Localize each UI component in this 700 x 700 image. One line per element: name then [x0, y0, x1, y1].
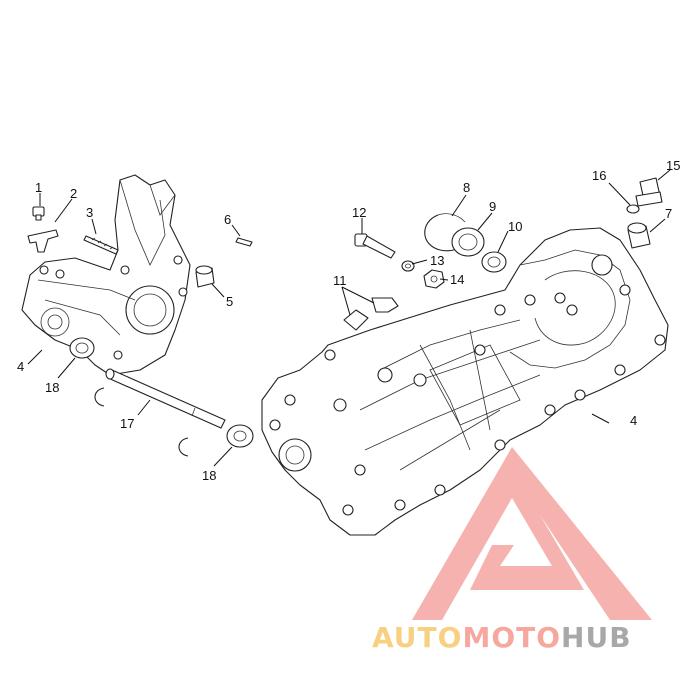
callout-18-upper: 18: [45, 380, 59, 395]
callout-1: 1: [35, 180, 42, 195]
callout-2: 2: [70, 186, 77, 201]
callout-17: 17: [120, 416, 134, 431]
dowel-5: [195, 265, 215, 288]
callout-12: 12: [352, 205, 366, 220]
left-crankcase-half: [21, 174, 191, 376]
nut-14: [423, 269, 445, 289]
callout-4-left: 4: [17, 359, 24, 374]
stud-3: [83, 235, 119, 255]
circlip-upper: [94, 387, 105, 407]
breather-15: [635, 177, 663, 207]
callout-18-lower: 18: [202, 468, 216, 483]
svg-text:AUTOMOTOHUB: AUTOMOTOHUB: [372, 621, 632, 654]
bearing-18-lower: [226, 424, 254, 448]
watermark-auto: AUTO: [372, 621, 462, 654]
callout-3: 3: [86, 205, 93, 220]
callout-8: 8: [463, 180, 470, 195]
callout-5: 5: [226, 294, 233, 309]
callout-10: 10: [508, 219, 522, 234]
shaft-17: [105, 368, 226, 429]
watermark-moto: MOTO: [462, 621, 561, 654]
callout-7: 7: [665, 206, 672, 221]
callout-15: 15: [666, 158, 680, 173]
washer-16: [626, 204, 640, 214]
callout-14: 14: [450, 272, 464, 287]
pin-6: [235, 237, 253, 247]
washer-13: [401, 260, 415, 272]
right-crankcase-half: [261, 227, 669, 536]
seal-10: [481, 251, 507, 273]
callout-labels: 1 2 3 4 5 6 7 8 9 10 11 12 13 14 15 16 1…: [17, 158, 680, 483]
dowel-7: [627, 222, 651, 249]
callout-9: 9: [489, 199, 496, 214]
callout-16: 16: [592, 168, 606, 183]
circlip-lower: [178, 437, 189, 457]
bearing-18-upper: [69, 337, 95, 359]
callout-6: 6: [224, 212, 231, 227]
bracket-2: [27, 229, 59, 253]
leader-lines: [27, 169, 671, 467]
bolt-1: [32, 206, 45, 221]
watermark-hub: HUB: [561, 621, 632, 654]
bolt-12: [354, 233, 396, 259]
watermark-logo: AUTOMOTOHUB: [372, 447, 652, 654]
callout-4-right: 4: [630, 413, 637, 428]
bearing-9: [451, 227, 485, 257]
callout-11: 11: [333, 273, 347, 288]
callout-13: 13: [430, 253, 444, 268]
